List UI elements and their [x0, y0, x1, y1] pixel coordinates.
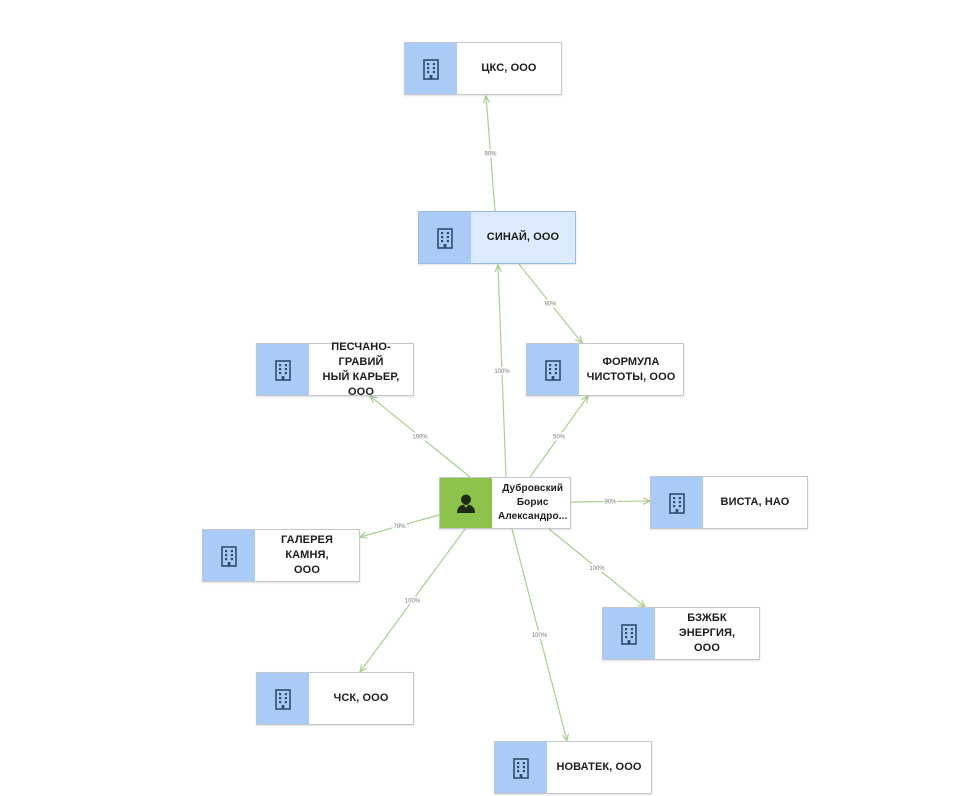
building-icon — [257, 673, 309, 724]
graph-node-sinai[interactable]: СИНАЙ, ООО — [418, 211, 576, 264]
graph-node-label: ПЕСЧАНО-ГРАВИЙ НЫЙ КАРЬЕР, ООО — [322, 340, 400, 398]
edge-share-label: 100% — [589, 566, 605, 572]
edge-label-background — [532, 631, 547, 639]
graph-node-label: ФОРМУЛА ЧИСТОТЫ, ООО — [586, 355, 676, 383]
graph-node-label: ЦКС, ООО — [481, 62, 537, 74]
building-icon — [419, 212, 471, 263]
graph-node-person[interactable]: Дубровский Борис Александро... — [439, 477, 571, 529]
building-icon — [603, 608, 655, 659]
graph-node-chsk[interactable]: ЧСК, ООО — [256, 672, 414, 725]
edge-share-label: 90% — [544, 302, 557, 308]
edge-share-label: 100% — [532, 633, 548, 639]
graph-node-cks[interactable]: ЦКС, ООО — [404, 42, 562, 95]
graph-node-formula[interactable]: ФОРМУЛА ЧИСТОТЫ, ООО — [526, 343, 684, 396]
building-icon — [257, 344, 309, 395]
graph-node-peschano[interactable]: ПЕСЧАНО-ГРАВИЙ НЫЙ КАРЬЕР, ООО — [256, 340, 414, 398]
person-icon — [440, 478, 492, 528]
edge-label-background — [392, 522, 407, 530]
edge-label-background — [483, 149, 498, 158]
edge-label-background — [405, 596, 420, 605]
graph-node-label: ГАЛЕРЕЯ КАМНЯ, ООО — [281, 534, 333, 576]
edge-label-background — [543, 299, 558, 308]
graph-node-novatek[interactable]: НОВАТЕК, ООО — [494, 741, 652, 794]
graph-node-label: НОВАТЕК, ООО — [556, 761, 642, 773]
building-icon — [495, 742, 547, 793]
edge-share-label: 79% — [393, 524, 406, 530]
edge-label-background — [413, 432, 427, 441]
building-icon — [203, 530, 255, 581]
building-icon — [651, 477, 703, 528]
edge-label-background — [603, 497, 618, 506]
edge-share-label: 90% — [604, 500, 617, 506]
edge-label-background — [590, 564, 604, 572]
graph-node-label: Дубровский Борис Александро... — [498, 483, 568, 522]
edge-share-label: 100% — [412, 435, 428, 441]
building-icon — [405, 43, 457, 94]
graph-node-label: ЧСК, ООО — [333, 692, 389, 704]
edge-label-background — [552, 432, 566, 441]
graph-node-vista[interactable]: ВИСТА, НАО — [650, 476, 808, 529]
edge-share-label: 50% — [553, 435, 566, 441]
graph-node-label: СИНАЙ, ООО — [486, 231, 560, 243]
edge-share-label: 90% — [484, 152, 497, 158]
graph-node-galereya[interactable]: ГАЛЕРЕЯ КАМНЯ, ООО — [202, 529, 360, 582]
building-icon — [527, 344, 579, 395]
graph-node-label: БЗЖБК ЭНЕРГИЯ, ООО — [678, 612, 736, 654]
graph-node-label: ВИСТА, НАО — [720, 496, 790, 508]
graph-node-bzhek[interactable]: БЗЖБК ЭНЕРГИЯ, ООО — [602, 607, 760, 660]
edge-share-label: 100% — [494, 369, 510, 375]
edge-label-background — [495, 367, 509, 375]
edge-share-label: 100% — [405, 599, 421, 605]
